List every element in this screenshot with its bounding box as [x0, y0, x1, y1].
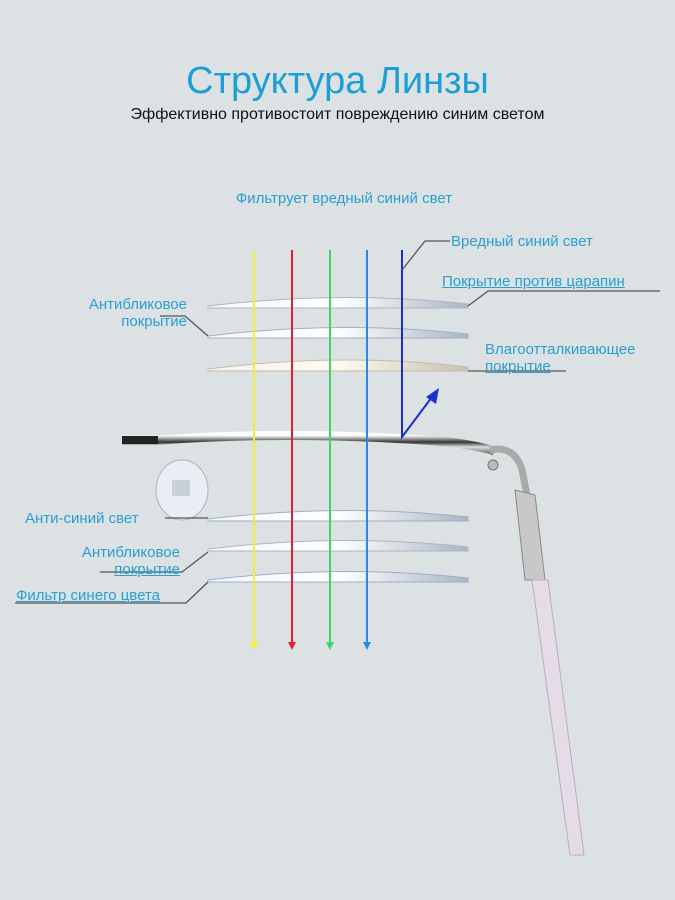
ray-green — [326, 250, 334, 650]
glasses-frame — [122, 430, 585, 856]
lens-layer-antiglare-top — [207, 326, 469, 339]
lens-layer-scratch — [207, 296, 469, 309]
label-line: покрытие — [485, 358, 551, 375]
ray-blue — [363, 250, 371, 650]
label-line: покрытие — [114, 561, 180, 578]
label-anti-blue: Анти-синий свет — [25, 510, 139, 527]
lens-layer-anti-blue — [207, 509, 469, 522]
label-water-repellent: Влагоотталкивающее покрытие — [485, 341, 635, 375]
ray-red — [288, 250, 296, 650]
lens-layer-antiglare-bottom — [207, 539, 469, 552]
label-line: Антибликовое — [81, 544, 180, 561]
filter-caption: Фильтрует вредный синий свет — [235, 190, 453, 207]
label-antiglare-top: Антибликовое покрытие — [30, 296, 187, 330]
ray-harmful-blue-reflected — [401, 250, 439, 440]
lens-layer-blue-filter — [207, 570, 469, 583]
label-harmful-blue: Вредный синий свет — [451, 233, 593, 250]
label-line: Влагоотталкивающее — [485, 341, 636, 358]
label-scratch-coating: Покрытие против царапин — [442, 273, 625, 290]
label-line: Антибликовое — [88, 296, 187, 313]
lens-layer-water — [207, 359, 469, 372]
label-antiglare-bottom: Антибликовое покрытие — [20, 544, 180, 578]
ray-yellow — [250, 250, 258, 650]
label-blue-filter: Фильтр синего цвета — [16, 587, 160, 604]
page-subtitle: Эффективно противостоит повреждению сини… — [130, 106, 545, 123]
label-line: покрытие — [121, 313, 187, 330]
leader-lines — [15, 240, 660, 604]
page-title: Структура Линзы — [186, 60, 489, 102]
